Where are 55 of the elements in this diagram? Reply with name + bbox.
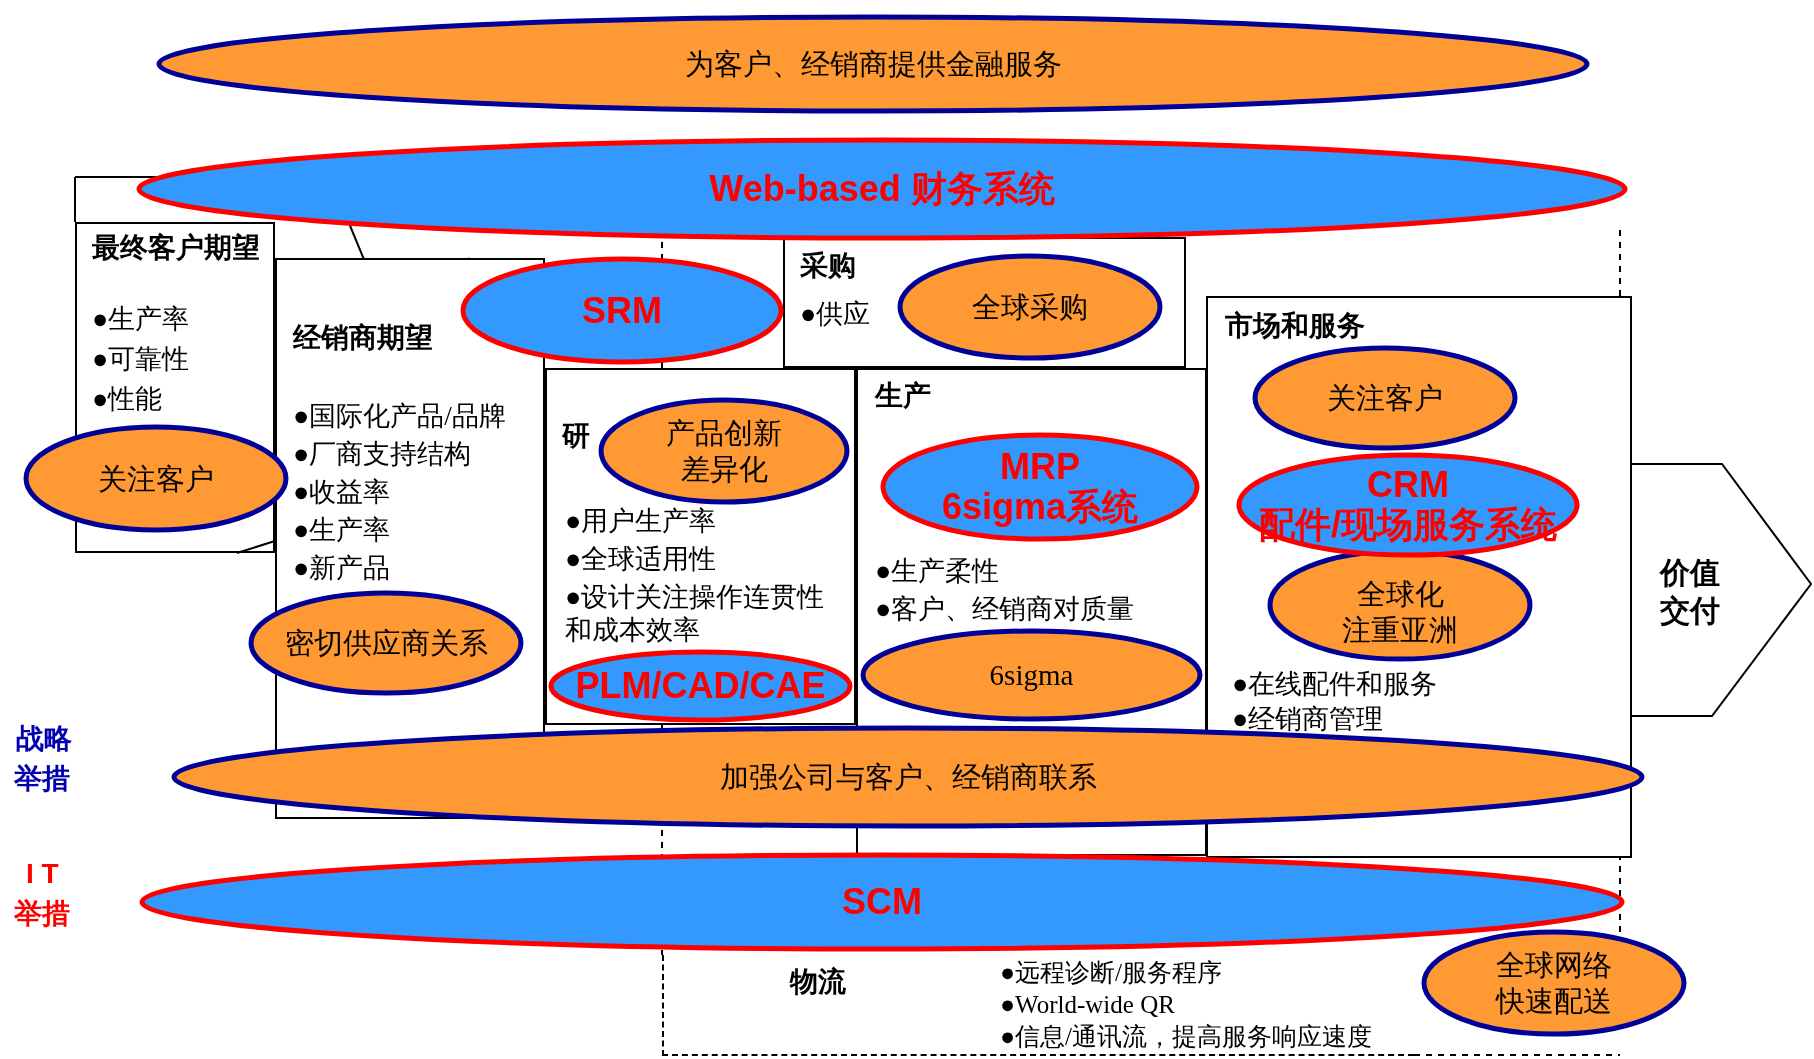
- ellipse-label: 快速配送: [1496, 984, 1612, 1019]
- bullet-item: ●生产柔性: [875, 555, 1001, 588]
- bullet-item: ●在线配件和服务: [1232, 668, 1439, 701]
- ellipse-label: MRP: [1000, 447, 1080, 487]
- bullet-item: ●新产品: [293, 552, 392, 585]
- ellipse-label: CRM: [1367, 465, 1449, 505]
- bullet-item: ●用户生产率: [565, 505, 718, 538]
- panel: [662, 955, 1414, 1056]
- ellipse-label: 产品创新: [666, 416, 782, 451]
- ellipse-label: SCM: [842, 882, 922, 922]
- bullet-item: ●信息/通讯流，提高服务响应速度: [1000, 1022, 1374, 1052]
- bullet-item: ●全球适用性: [565, 543, 718, 576]
- ellipse-label: 为客户、经销商提供金融服务: [684, 47, 1062, 82]
- side-label: 举措: [14, 762, 70, 796]
- ellipse-label: 全球网络: [1496, 948, 1612, 983]
- ellipse-label: 全球采购: [972, 290, 1088, 325]
- ellipse-label: 关注客户: [98, 461, 214, 497]
- bullet-item: ●收益率: [293, 476, 392, 509]
- ellipse-label: 注重亚洲: [1342, 613, 1458, 648]
- panel-heading: 最终客户期望: [92, 232, 261, 264]
- bullet-item: ●性能: [92, 383, 164, 416]
- ellipse-label: 6sigma: [989, 658, 1074, 693]
- panel: [783, 237, 1186, 368]
- bullet-item: ●World-wide QR: [1000, 990, 1176, 1020]
- bullet-item: ●厂商支持结构: [293, 438, 473, 471]
- chevron-label: 交付: [1660, 593, 1720, 629]
- bullet-item: ●国际化产品/品牌: [293, 400, 507, 433]
- panel: [545, 368, 856, 725]
- panel-heading: 生产: [875, 380, 932, 412]
- panel-heading: 采购: [800, 250, 857, 282]
- bullet-item: ●设计关注操作连贯性和成本效率: [565, 581, 826, 647]
- bullet-item: ●生产率: [293, 514, 392, 547]
- ellipse-label: Web-based 财务系统: [709, 169, 1055, 209]
- ellipse-label: 关注客户: [1327, 381, 1443, 416]
- ellipse-label: 6sigma系统: [941, 487, 1139, 527]
- chevron-label: 价值: [1660, 555, 1720, 591]
- ellipse-label: SRM: [582, 290, 662, 331]
- panel-heading: 市场和服务: [1225, 310, 1366, 342]
- bullet-item: ●客户、经销商对质量: [875, 593, 1136, 626]
- side-label: I T: [26, 857, 59, 891]
- bullet-item: ●远程诊断/服务程序: [1000, 958, 1224, 988]
- side-label: 举措: [14, 897, 70, 931]
- bullet-item: ●经销商管理: [1232, 703, 1385, 736]
- ellipse-label: 密切供应商关系: [284, 626, 488, 661]
- ellipse-label: PLM/CAD/CAE: [575, 666, 826, 706]
- ellipse-label: 加强公司与客户、经销商联系: [719, 760, 1097, 795]
- bullet-item: ●供应: [800, 298, 872, 331]
- bullet-item: ●可靠性: [92, 343, 191, 376]
- panel-heading: 研: [562, 420, 591, 452]
- ellipse-label: 全球化: [1356, 577, 1444, 612]
- ellipse-label: 差异化: [680, 452, 768, 487]
- panel-heading: 物流: [790, 966, 847, 998]
- bullet-item: ●生产率: [92, 303, 191, 336]
- side-label: 战略: [16, 722, 72, 756]
- panel-heading: 经销商期望: [293, 322, 434, 354]
